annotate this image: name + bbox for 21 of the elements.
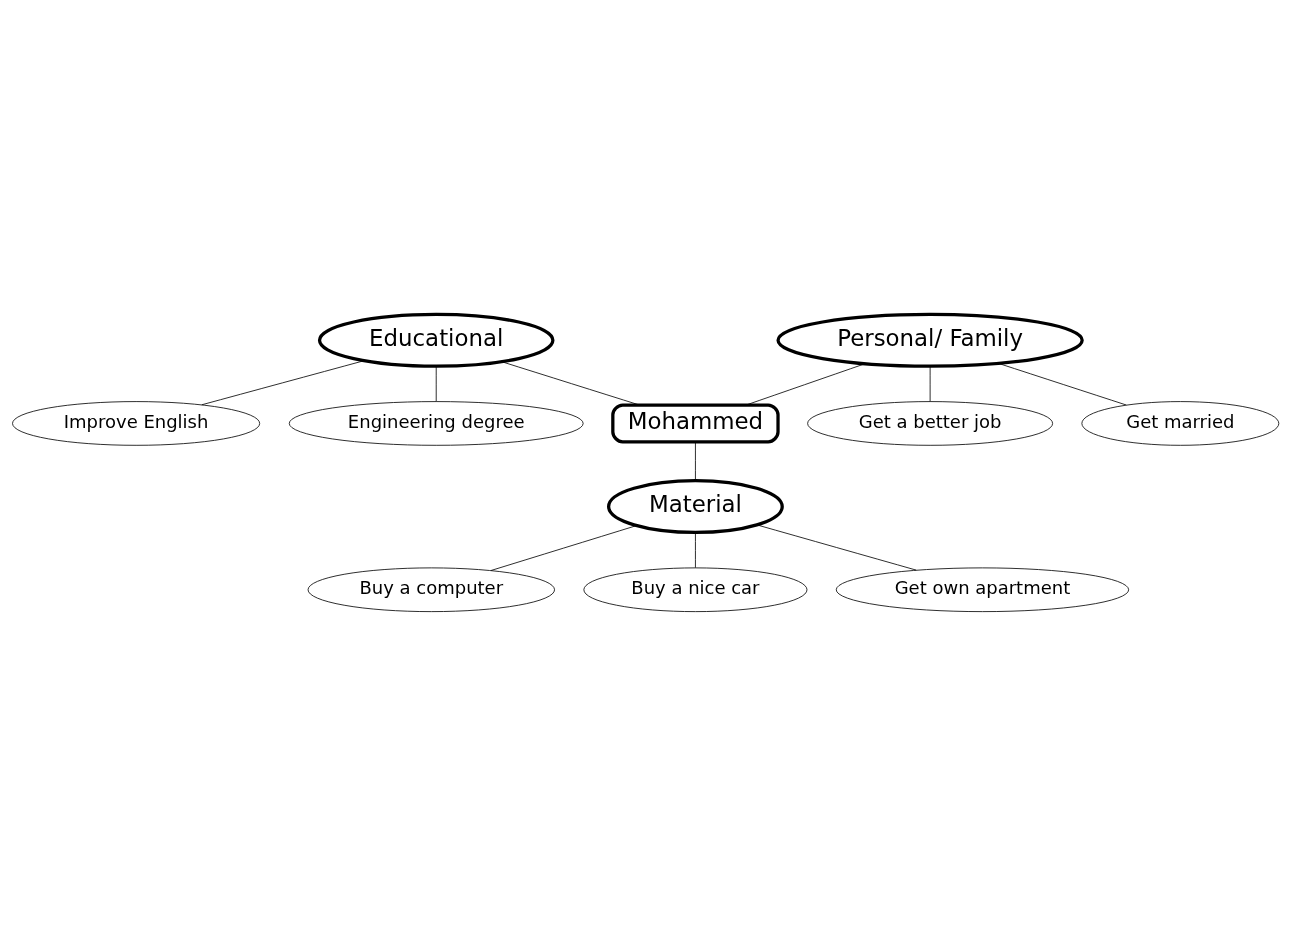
connector [745,363,866,406]
connector [695,441,696,481]
connector [929,366,931,402]
connector [501,361,640,406]
node-ellipse: Get married [1081,401,1280,446]
node-ellipse: Get own apartment [835,567,1130,613]
node-ellipse: Engineering degree [288,401,584,446]
connector [998,363,1127,406]
connector [201,360,365,406]
node-ellipse: Personal/ Family [776,312,1084,368]
node-ellipse: Buy a computer [307,567,555,613]
node-box: Mohammed [611,403,780,444]
connector [695,532,696,569]
node-ellipse: Educational [317,312,555,368]
node-ellipse: Material [607,479,784,535]
connector [756,524,917,571]
node-ellipse: Get a better job [807,401,1054,446]
node-ellipse: Improve English [12,401,261,446]
connector [490,525,637,571]
node-ellipse: Buy a nice car [583,567,808,613]
connector [435,366,437,402]
